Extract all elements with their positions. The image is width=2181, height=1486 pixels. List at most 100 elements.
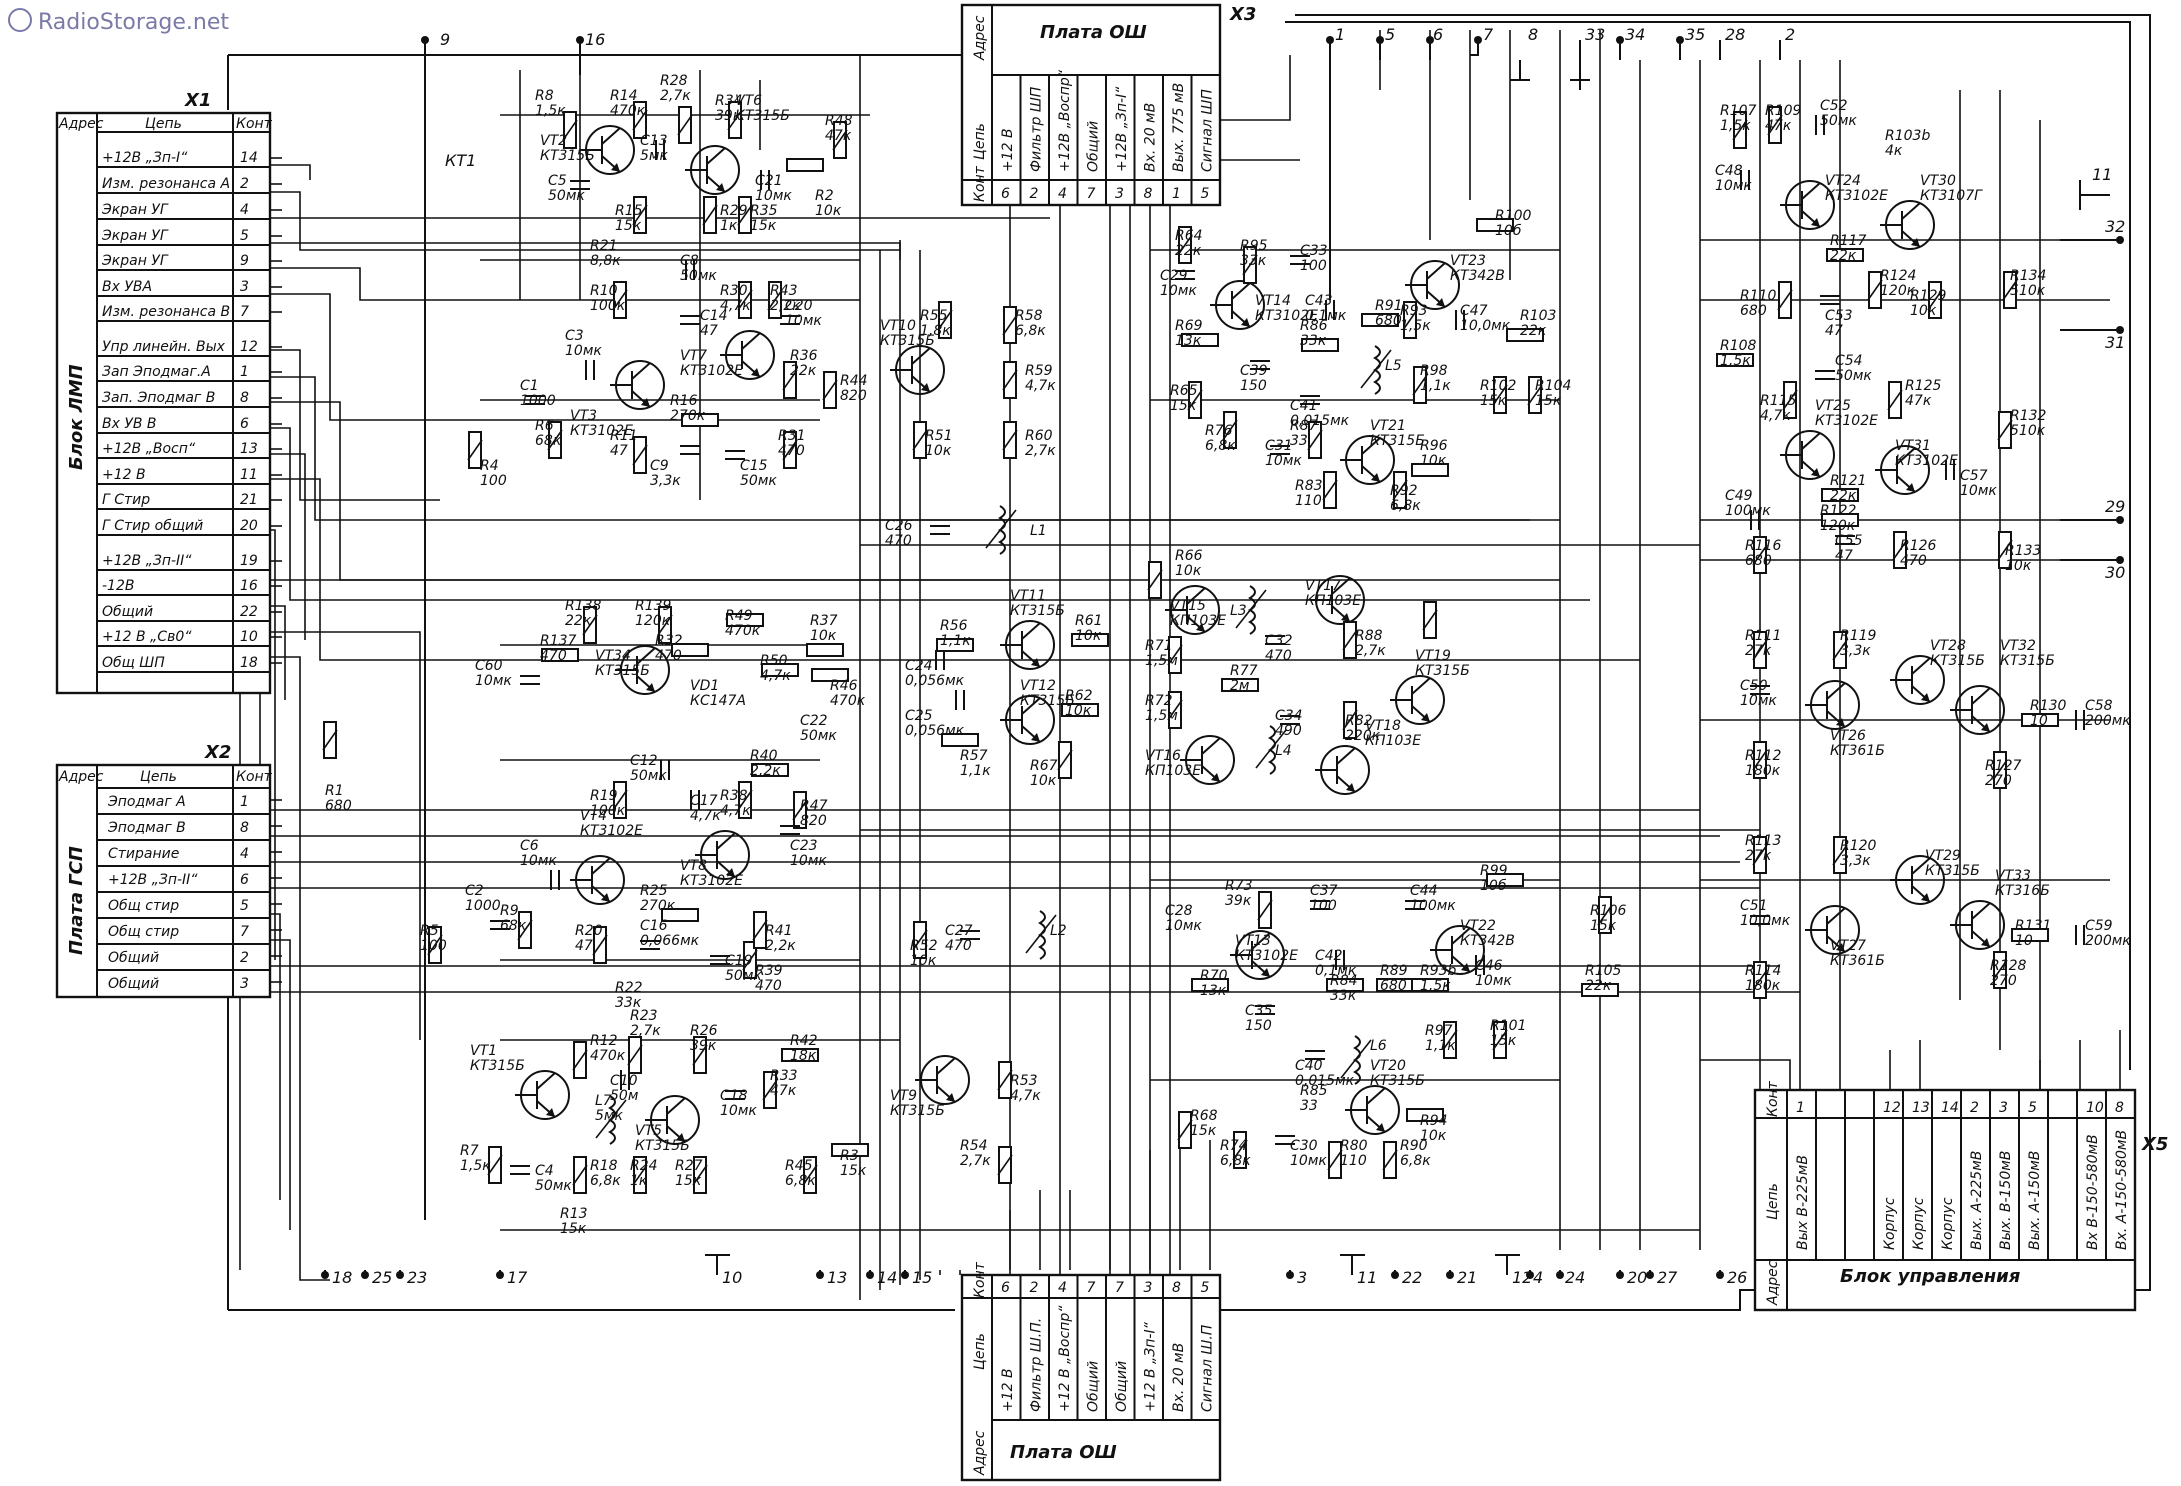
terminal-label: 18 (332, 1268, 352, 1287)
component-value: 470 (945, 938, 972, 954)
component-ref: C52 (1820, 98, 1848, 114)
transistor-symbol (1890, 655, 1945, 705)
component-value: 490 (1275, 723, 1302, 739)
component-ref: VT27 (1830, 938, 1866, 954)
component-ref: VT11 (1010, 588, 1046, 604)
component-ref: VT19 (1415, 648, 1451, 664)
x2-row-circuit: Эподмаг А (107, 794, 186, 810)
x3-title: Плата ОШ (1040, 22, 1147, 43)
component-ref: VT6 (735, 93, 762, 109)
x2-row-circuit: Стирание (108, 846, 179, 862)
component-value: 10к (2005, 558, 2032, 574)
resistor-mark (1342, 629, 1358, 651)
component-value: КТ315Б (880, 333, 935, 349)
component-ref: R105 (1585, 963, 1622, 979)
resistor-symbol (751, 763, 789, 777)
component-value: 2,7к (1025, 443, 1056, 459)
component-value: 47 (575, 938, 593, 954)
component-ref: R64 (1175, 228, 1203, 244)
resistor-mark (1492, 1029, 1508, 1051)
component-ref: VT17 (1305, 578, 1341, 594)
x5-col-pin: 10 (2086, 1100, 2104, 1116)
capacitor-symbol (525, 395, 545, 405)
transistor-symbol (610, 360, 665, 410)
transistor-symbol (1165, 585, 1220, 635)
resistor-mark (937, 309, 953, 331)
component-value: КТ315Б (1415, 663, 1470, 679)
bottom-terminals: 18 25 23 17 10 13 14 15 3 11 22 21 12 4 … (321, 1254, 1747, 1287)
x1-row-pin: 7 (240, 304, 249, 320)
resistor-mark (702, 204, 718, 226)
component-ref: L7 (595, 1093, 612, 1109)
component-ref: R44 (840, 373, 868, 389)
component-ref: R90 (1400, 1138, 1428, 1154)
component-value: 110 (1295, 493, 1322, 509)
component-value: КТ315Б (470, 1058, 525, 1074)
component-ref: R62 (1065, 688, 1093, 704)
x5-col-circuit: Вых. А-150мВ (2027, 1151, 2043, 1250)
x1-row-pin: 11 (240, 467, 258, 483)
component-ref: C32 (1265, 633, 1293, 649)
x3-col-circuit: Сигнал ШП (1200, 89, 1216, 172)
component-value: 33к (1300, 333, 1327, 349)
x2-ref: X2 (204, 742, 231, 763)
resistor-symbol (1361, 313, 1399, 327)
x5-col-circuit: Вых В-225мВ (1795, 1155, 1811, 1250)
x1-row-circuit: +12 В (102, 467, 146, 483)
resistor-mark (627, 1044, 643, 1066)
component-value: 10б (1495, 223, 1522, 239)
x1-row-pin: 22 (240, 604, 258, 620)
component-ref: R89 (1380, 963, 1408, 979)
terminal-label: 24 (1565, 1268, 1585, 1287)
component-ref: C43 (1305, 293, 1333, 309)
x1-row-pin: 2 (240, 176, 249, 192)
component-value: 47 (700, 323, 718, 339)
resistor-mark (612, 289, 628, 311)
component-ref: R14 (610, 88, 638, 104)
component-value: 470к (725, 623, 761, 639)
component-ref: VT8 (680, 858, 707, 874)
component-ref: R42 (790, 1033, 818, 1049)
component-ref: R45 (785, 1158, 813, 1174)
component-ref: C37 (1310, 883, 1338, 899)
component-value: 2,7к (660, 88, 691, 104)
component-ref: R113 (1745, 833, 1781, 849)
component-ref: VT1 (470, 1043, 497, 1059)
component-ref: R117 (1830, 233, 1867, 249)
terminal-label: 25 (372, 1268, 392, 1287)
component-value: 2,7к (630, 1023, 661, 1039)
x2-block-label: Плата ГСП (66, 846, 87, 955)
component-value: 10мк (1160, 283, 1197, 299)
component-value: КТ315Б (1020, 693, 1075, 709)
component-value: 1,8к (920, 323, 951, 339)
component-ref: R94 (1420, 1113, 1448, 1129)
x3-col-pin: 3 (1115, 186, 1124, 202)
component-value: 10мк (1960, 483, 1997, 499)
component-value: 2,2к (750, 763, 781, 779)
component-ref: C54 (1835, 353, 1863, 369)
component-value: 100мк (1410, 898, 1456, 914)
resistor-mark (1167, 699, 1183, 721)
capacitor-symbol (1455, 310, 1465, 330)
x5-circuit-label: Цепь (1765, 1183, 1781, 1220)
component-value: 10мк (790, 853, 827, 869)
transistor-symbol (580, 125, 635, 175)
component-value: 15к (840, 1163, 867, 1179)
component-ref: VT28 (1930, 638, 1966, 654)
transistor-symbol (570, 855, 625, 905)
resistor-symbol (1826, 248, 1864, 262)
x1-row-circuit: Экран УГ (101, 228, 169, 244)
component-value: КП103Е (1145, 763, 1201, 779)
resistor-symbol (806, 643, 844, 657)
component-ref: C30 (1290, 1138, 1318, 1154)
capacitor-symbol (1270, 445, 1290, 455)
x4-col-circuit: +12 В „Воспр“ (1057, 1305, 1073, 1412)
transistor-symbol (1950, 685, 2005, 735)
resistor-mark (1752, 639, 1768, 661)
component-ref: R103b (1885, 128, 1930, 144)
resistor-mark (1492, 384, 1508, 406)
component-ref: R114 (1745, 963, 1781, 979)
component-ref: R73 (1225, 878, 1253, 894)
